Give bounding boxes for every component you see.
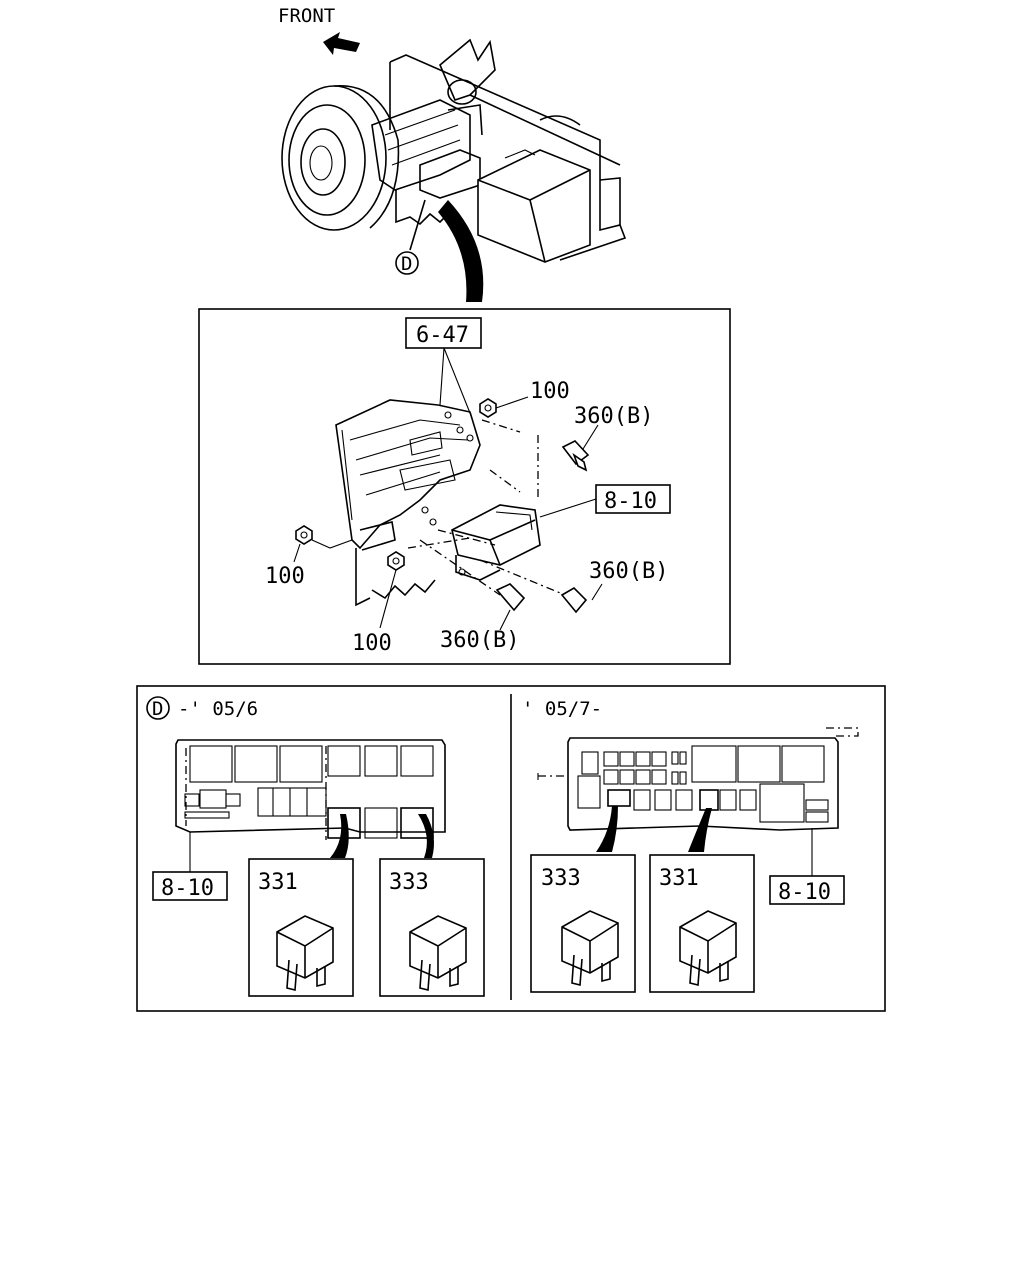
frame-drawing — [389, 38, 627, 261]
bolt-icon — [495, 583, 526, 612]
ref-8-10-label: 8-10 — [161, 876, 214, 901]
detail-d-circle — [146, 696, 170, 720]
relay-pointer-arrow — [688, 808, 712, 852]
bracket-drawing — [371, 99, 481, 226]
wheel-drawing — [281, 84, 400, 231]
nut-icon — [387, 551, 405, 571]
ref-box-8-10 — [152, 871, 228, 901]
relay-card-333-late — [530, 854, 636, 993]
fuse-box-early-drawing — [175, 739, 446, 840]
bolt-360b-label: 360(B) — [589, 559, 668, 584]
detail-d-label: D — [401, 253, 412, 275]
relay-pointer-arrow — [596, 806, 618, 852]
detail-d-panel: D -' 05/6 8-10 — [136, 685, 886, 1012]
bolt-icon — [560, 586, 588, 614]
ref-box-8-10 — [595, 484, 671, 514]
ref-6-47-label: 6-47 — [416, 323, 469, 348]
bolt-360b-label: 360(B) — [440, 628, 519, 653]
relay-333-label: 333 — [389, 870, 429, 895]
nut-100-label: 100 — [352, 631, 392, 656]
relay-331-label: 331 — [659, 866, 699, 891]
relay-card-331-early — [248, 858, 354, 997]
front-label: FRONT — [278, 5, 335, 27]
relay-333-label: 333 — [541, 866, 581, 891]
bolt-360b-label: 360(B) — [574, 404, 653, 429]
detail-d-circle — [395, 251, 419, 275]
relay-card-331-late — [649, 854, 755, 993]
nut-icon — [479, 398, 497, 418]
nut-100-label: 100 — [265, 564, 305, 589]
nut-icon — [295, 525, 313, 545]
relay-card-333-early — [379, 858, 485, 997]
ref-8-10-label: 8-10 — [778, 880, 831, 905]
detail-panel-frame — [136, 685, 886, 1012]
bracket-panel-drawing — [335, 399, 481, 607]
ref-8-10-label: 8-10 — [604, 489, 657, 514]
detail-pointer-arrow — [438, 200, 484, 302]
ref-box-8-10 — [769, 875, 845, 905]
right-period-title: ' 05/7- — [522, 698, 602, 720]
relay-icon — [276, 915, 334, 992]
relay-pointer-arrow — [418, 814, 434, 858]
fuse-box-late-drawing — [537, 727, 859, 831]
left-period-title: -' 05/6 — [178, 698, 258, 720]
exploded-view-frame — [198, 308, 731, 665]
relay-icon — [409, 915, 467, 992]
relay-331-label: 331 — [258, 870, 298, 895]
relay-icon — [561, 910, 619, 987]
bolt-icon — [561, 440, 590, 472]
nut-100-label: 100 — [530, 379, 570, 404]
exploded-view: 6-47 — [198, 308, 731, 665]
relay-icon — [679, 910, 737, 987]
vehicle-overview: FRONT — [278, 5, 627, 302]
relay-pointer-arrow — [330, 814, 349, 858]
front-arrow-icon — [323, 32, 360, 55]
battery-drawing — [477, 149, 591, 263]
detail-d-label: D — [152, 698, 163, 720]
relay-box-drawing — [451, 504, 541, 581]
